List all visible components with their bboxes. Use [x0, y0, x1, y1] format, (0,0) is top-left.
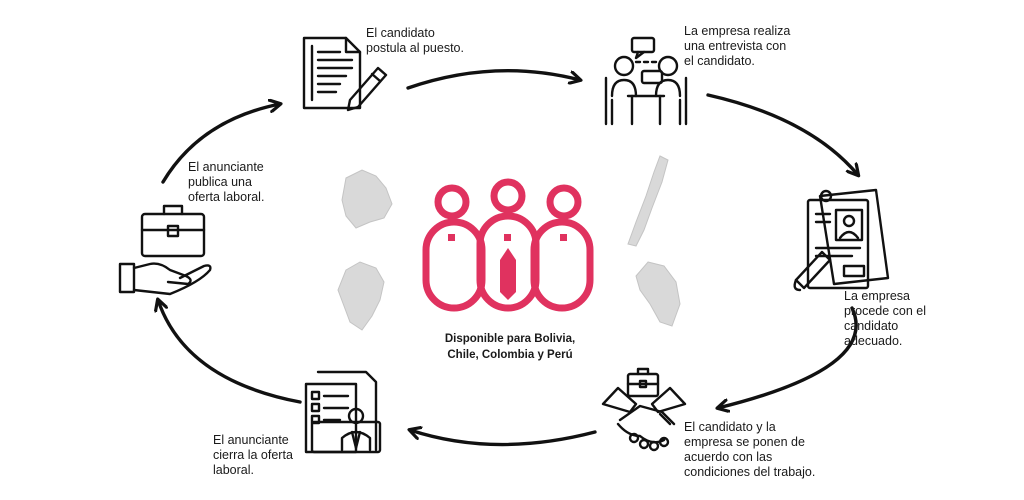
availability-caption-line-2: Chile, Colombia y Perú	[447, 349, 573, 361]
arrow-postula-to-entrevista	[406, 68, 580, 90]
step-entrevista-label: La empresa realiza una entrevista con el…	[684, 24, 790, 69]
resume-clipboard-icon	[793, 188, 890, 292]
availability-caption-line-1: Disponible para Bolivia,	[444, 333, 576, 345]
handshake-briefcase-icon	[601, 367, 687, 452]
peru-map-icon	[635, 261, 681, 327]
checklist-candidate-icon	[304, 370, 382, 454]
step-postula-line-1: El candidato	[366, 26, 435, 40]
arrow-publica-to-postula	[161, 104, 280, 184]
colombia-map-icon	[337, 261, 385, 331]
step-procede-line-3: candidato	[844, 319, 899, 333]
step-procede-line-1: La empresa	[844, 289, 911, 303]
bolivia-map-icon	[341, 169, 393, 229]
step-acuerdo-line-4: condiciones del trabajo.	[684, 465, 816, 479]
arrow-acuerdo-to-cierra	[410, 430, 597, 447]
step-cierra-line-1: El anunciante	[213, 433, 289, 447]
step-acuerdo-line-2: empresa se ponen de	[684, 435, 805, 449]
team-tie-logo-icon	[422, 178, 594, 312]
arrow-procede-to-acuerdo	[718, 306, 858, 408]
country-maps	[337, 155, 681, 331]
step-entrevista-line-3: el candidato.	[684, 54, 755, 68]
availability-caption: Disponible para Bolivia, Chile, Colombia…	[430, 331, 590, 363]
arrow-cierra-to-publica	[158, 300, 302, 404]
document-pencil-icon	[302, 36, 388, 112]
step-acuerdo-line-1: El candidato y la	[684, 420, 776, 434]
step-procede-line-2: procede con el	[844, 304, 927, 318]
step-acuerdo-label: El candidato y la empresa se ponen de ac…	[684, 420, 815, 480]
step-publica-line-2: publica una	[188, 175, 252, 189]
step-entrevista-line-2: una entrevista con	[684, 39, 787, 53]
step-cierra-label: El anunciante cierra la oferta laboral.	[213, 433, 293, 478]
step-cierra-line-3: laboral.	[213, 463, 254, 477]
interview-icon	[604, 36, 688, 126]
step-publica-line-3: oferta laboral.	[188, 190, 265, 204]
step-postula-label: El candidato postula al puesto.	[366, 26, 464, 56]
step-acuerdo-line-3: acuerdo con las	[684, 450, 773, 464]
step-publica-line-1: El anunciante	[188, 160, 264, 174]
step-entrevista-line-1: La empresa realiza	[684, 24, 791, 38]
step-postula-line-2: postula al puesto.	[366, 41, 464, 55]
step-procede-label: La empresa procede con el candidato adec…	[844, 289, 926, 349]
hand-briefcase-icon	[118, 204, 212, 296]
cycle-arrows	[158, 68, 858, 447]
step-procede-line-4: adecuado.	[844, 334, 903, 348]
step-publica-label: El anunciante publica una oferta laboral…	[188, 160, 264, 205]
step-cierra-line-2: cierra la oferta	[213, 448, 293, 462]
arrow-entrevista-to-procede	[706, 93, 858, 175]
chile-map-icon	[627, 155, 669, 247]
